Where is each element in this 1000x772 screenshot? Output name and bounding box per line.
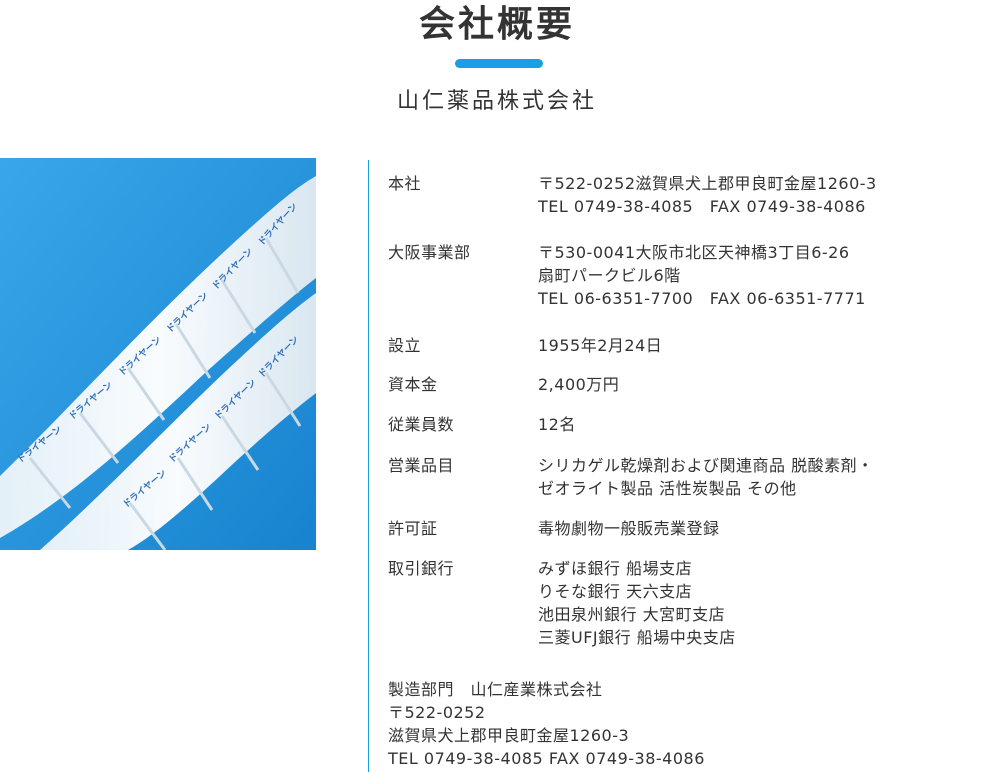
page-title: 会社概要 — [418, 3, 575, 45]
profile-label: 大阪事業部 — [388, 243, 471, 262]
profile-value: 1955年2月24日 — [538, 334, 988, 357]
profile-label: 営業品目 — [388, 456, 455, 475]
bank-item: みずほ銀行 船場支店 — [538, 559, 693, 578]
osaka-phone: TEL 06-6351-7700 FAX 06-6351-7771 — [538, 289, 866, 308]
profile-label: 設立 — [388, 336, 422, 355]
products-line: シリカゲル乾燥剤および関連商品 脱酸素剤・ — [538, 456, 874, 475]
profile-value: 12名 — [538, 413, 988, 436]
bank-item: 三菱UFJ銀行 船場中央支店 — [538, 628, 736, 647]
info-divider — [368, 160, 369, 772]
profile-value: シリカゲル乾燥剤および関連商品 脱酸素剤・ ゼオライト製品 活性炭製品 その他 — [538, 454, 988, 500]
profile-label: 取引銀行 — [388, 559, 455, 578]
title-underline — [455, 59, 543, 68]
headquarters-address: 〒522-0252滋賀県犬上郡甲良町金屋1260-3 — [538, 174, 877, 193]
company-name: 山仁薬品株式会社 — [396, 89, 597, 114]
headquarters-phone: TEL 0749-38-4085 FAX 0749-38-4086 — [538, 197, 866, 216]
manufacturing-name: 製造部門 山仁産業株式会社 — [388, 680, 603, 699]
bank-item: りそな銀行 天六支店 — [538, 582, 693, 601]
osaka-building: 扇町パークビル6階 — [538, 266, 681, 285]
profile-value: 毒物劇物一般販売業登録 — [538, 517, 988, 540]
profile-label: 従業員数 — [388, 415, 455, 434]
profile-value: 〒530-0041大阪市北区天神橋3丁目6-26 扇町パークビル6階 TEL 0… — [538, 241, 988, 310]
capital-amount: 2,400万円 — [538, 375, 620, 394]
profile-label: 資本金 — [388, 375, 438, 394]
license-text: 毒物劇物一般販売業登録 — [538, 519, 720, 538]
profile-label: 許可証 — [388, 519, 438, 538]
employee-count: 12名 — [538, 415, 576, 434]
established-date: 1955年2月24日 — [538, 336, 663, 355]
manufacturing-division: 製造部門 山仁産業株式会社 〒522-0252 滋賀県犬上郡甲良町金屋1260-… — [388, 678, 988, 770]
profile-value: みずほ銀行 船場支店 りそな銀行 天六支店 池田泉州銀行 大宮町支店 三菱UFJ… — [538, 557, 988, 649]
profile-value: 〒522-0252滋賀県犬上郡甲良町金屋1260-3 TEL 0749-38-4… — [538, 172, 988, 218]
manufacturing-address: 滋賀県犬上郡甲良町金屋1260-3 — [388, 726, 630, 745]
product-photo: ドライヤーン ドライヤーン ドライヤーン ドライヤーン ドライヤーン ドライヤー… — [0, 158, 316, 550]
manufacturing-phone: TEL 0749-38-4085 FAX 0749-38-4086 — [388, 749, 705, 768]
osaka-address: 〒530-0041大阪市北区天神橋3丁目6-26 — [538, 243, 850, 262]
profile-label: 本社 — [388, 174, 422, 193]
products-line: ゼオライト製品 活性炭製品 その他 — [538, 479, 797, 498]
desiccant-strip-illustration: ドライヤーン ドライヤーン ドライヤーン ドライヤーン ドライヤーン ドライヤー… — [0, 158, 316, 550]
bank-item: 池田泉州銀行 大宮町支店 — [538, 605, 726, 624]
manufacturing-postal: 〒522-0252 — [388, 703, 486, 722]
profile-value: 2,400万円 — [538, 373, 988, 396]
